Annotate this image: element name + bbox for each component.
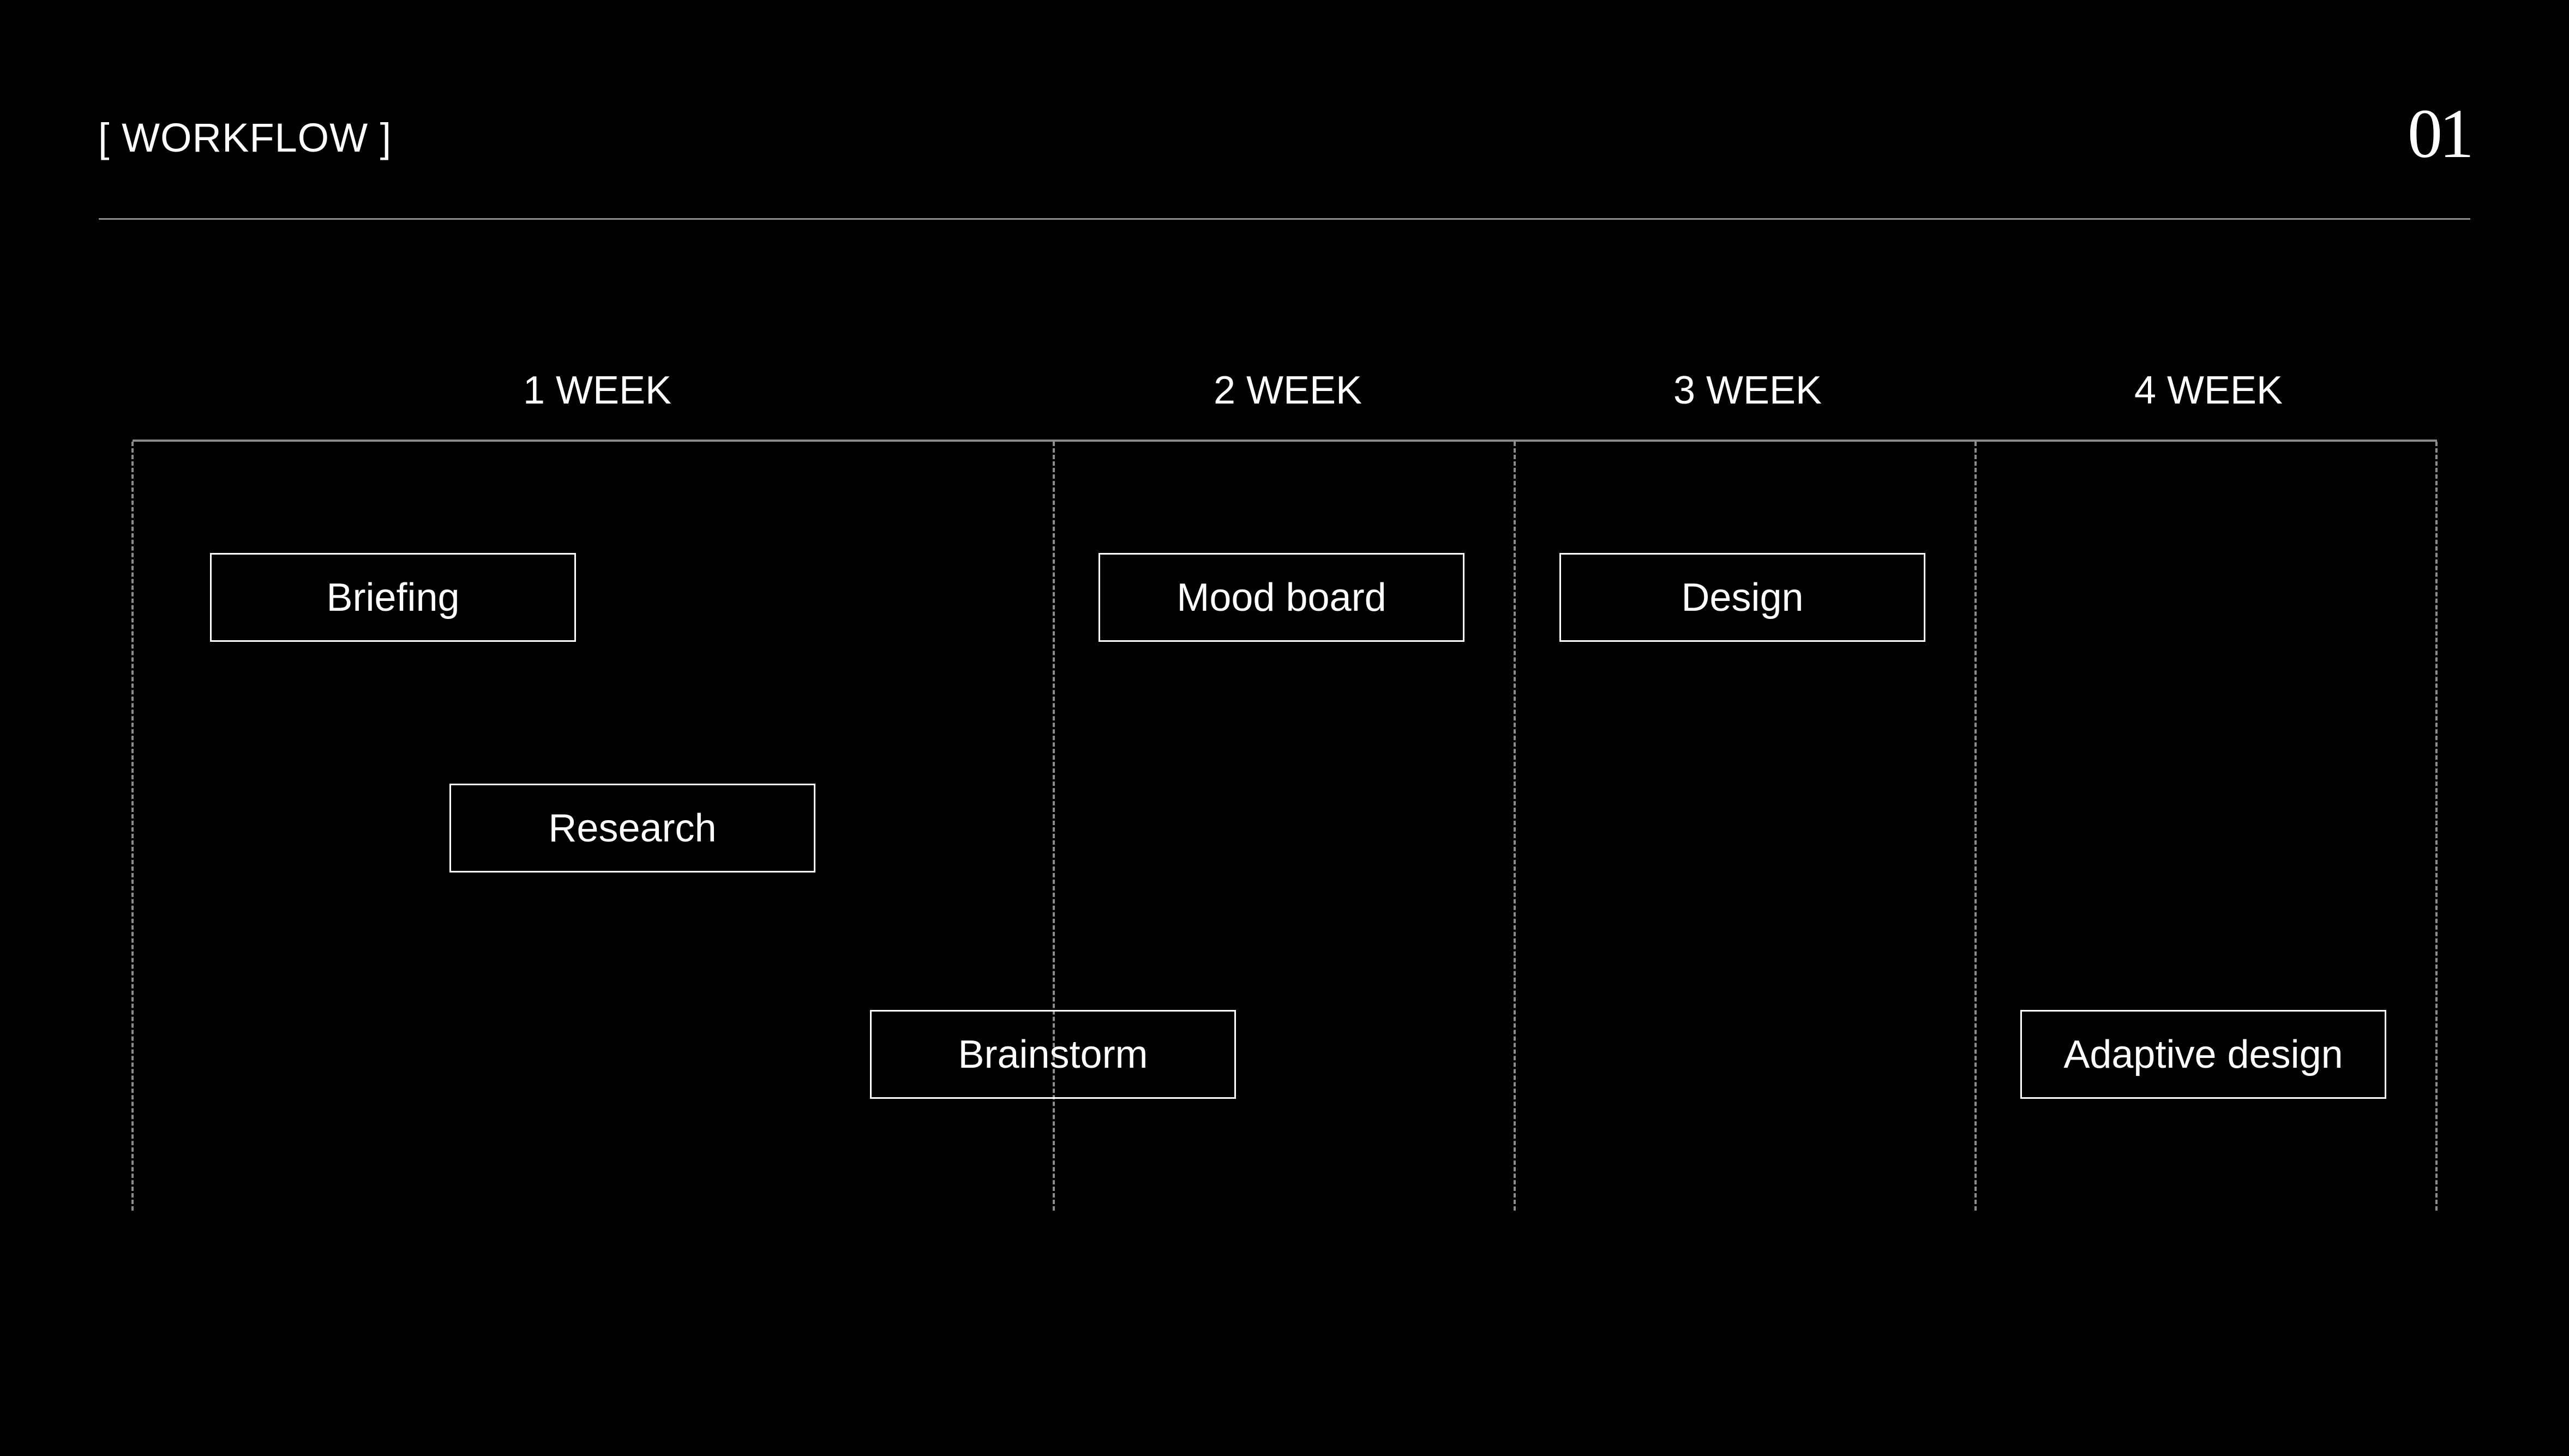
- column-divider-week-1-2: [1053, 442, 1055, 1211]
- task-briefing: Briefing: [210, 553, 576, 642]
- timeline-axis: [133, 440, 2437, 442]
- column-divider-week-2-3: [1514, 442, 1516, 1211]
- header-divider: [99, 218, 2470, 220]
- column-divider-week-3-4: [1974, 442, 1977, 1211]
- task-research: Research: [449, 784, 815, 873]
- week-label-4: 4 WEEK: [2134, 369, 2283, 412]
- column-divider-start: [131, 442, 134, 1211]
- task-mood-board: Mood board: [1099, 553, 1464, 642]
- task-brainstorm: Brainstorm: [870, 1010, 1236, 1099]
- week-label-1: 1 WEEK: [523, 369, 672, 412]
- week-label-3: 3 WEEK: [1673, 369, 1822, 412]
- task-adaptive-design: Adaptive design: [2020, 1010, 2386, 1099]
- page-title: [ WORKFLOW ]: [98, 115, 392, 160]
- week-label-2: 2 WEEK: [1213, 369, 1362, 412]
- task-design: Design: [1559, 553, 1925, 642]
- column-divider-end: [2435, 442, 2438, 1211]
- page-number: 01: [2408, 95, 2474, 172]
